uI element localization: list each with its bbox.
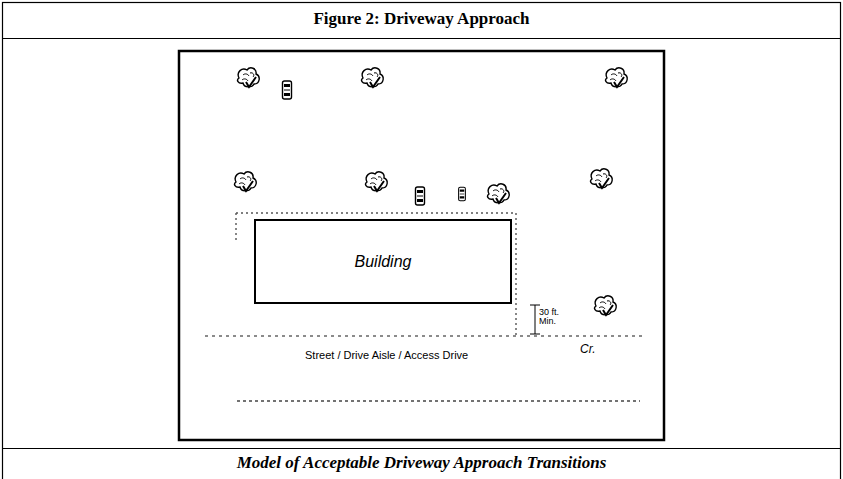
street-edge: [237, 400, 640, 402]
car: [416, 187, 425, 205]
row-divider: [3, 38, 841, 39]
tree: [591, 169, 613, 188]
tree: [595, 296, 617, 315]
setback-line: [235, 213, 236, 240]
drawing-frame: [179, 51, 664, 440]
dimension-line: [535, 305, 536, 334]
building-box: Building: [254, 219, 512, 304]
car: [459, 187, 466, 201]
tree: [238, 68, 260, 87]
tree: [362, 68, 384, 87]
street-label: Street / Drive Aisle / Access Drive: [305, 349, 468, 362]
centerline-mark: Cr.: [580, 342, 596, 356]
tree: [488, 184, 510, 203]
curb-line: [205, 335, 645, 337]
tree: [606, 68, 628, 87]
figure-title: Figure 2: Driveway Approach: [0, 9, 843, 29]
table-border: [3, 3, 841, 479]
row-divider: [3, 448, 841, 449]
setback-line: [236, 212, 516, 213]
car: [283, 81, 292, 99]
tree: [366, 172, 388, 191]
figure-caption: Model of Acceptable Driveway Approach Tr…: [0, 453, 843, 473]
setback-line: [515, 213, 516, 336]
tree: [235, 172, 257, 191]
dimension-label: 30 ft. Min.: [539, 308, 567, 327]
box-label: Building: [355, 253, 412, 271]
